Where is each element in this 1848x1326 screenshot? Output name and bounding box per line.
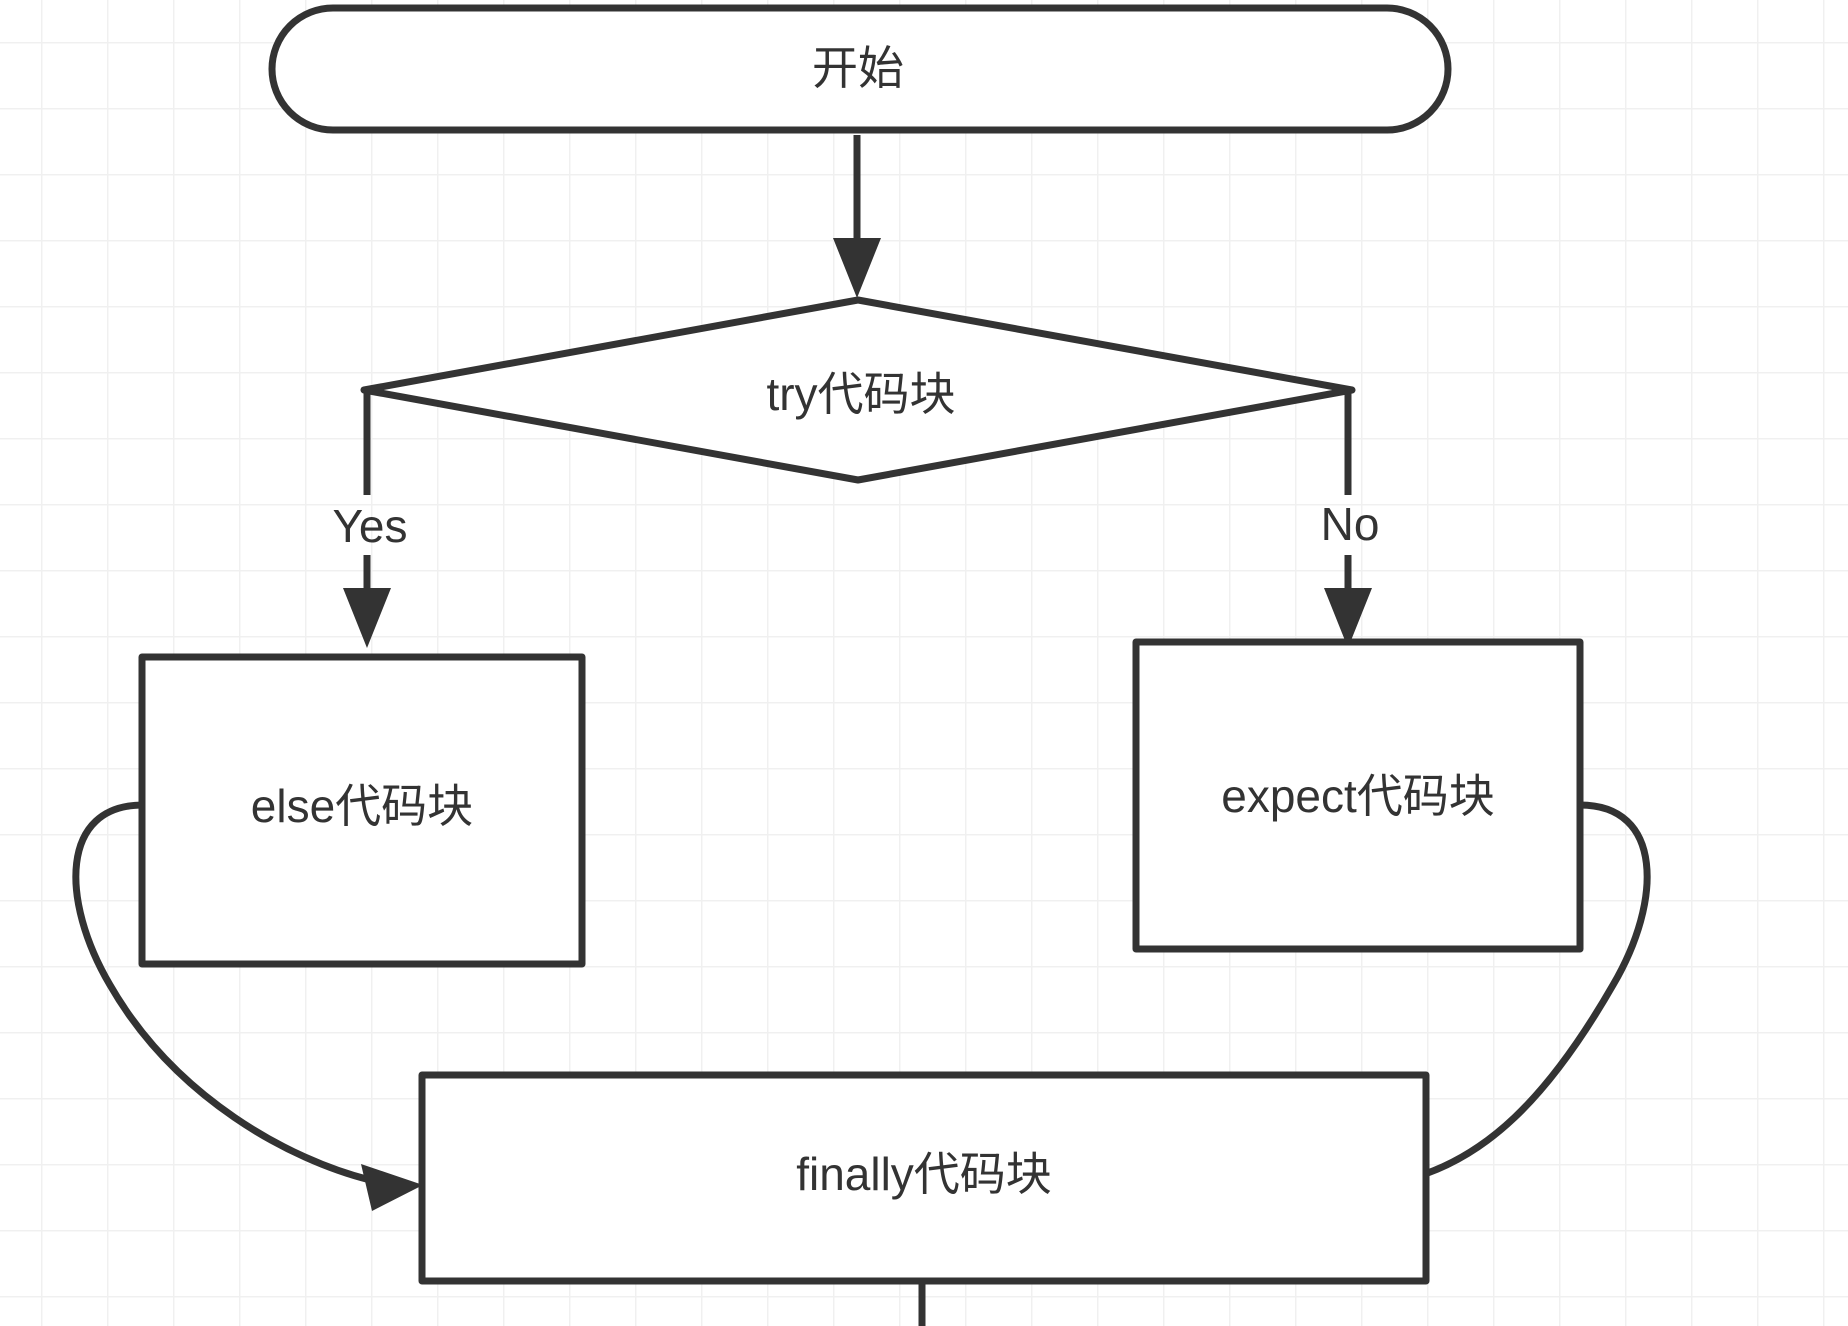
edge-label-yes: Yes [332,500,407,552]
node-expect-shape[interactable] [1132,638,1584,953]
edge-else-to-finally-curve [72,801,374,1184]
node-start-label: 开始 [812,42,904,94]
node-else-shape[interactable] [138,653,586,968]
node-expect[interactable]: expect代码块 [1132,638,1584,953]
edge-try-to-expect-arrowhead [1324,588,1372,648]
edge-try-to-else-arrowhead [343,588,391,648]
edge-else-to-finally-arrowhead [361,1164,423,1211]
node-finally-shape[interactable] [418,1071,1430,1285]
node-finally[interactable]: finally代码块 [418,1071,1430,1285]
node-else[interactable]: else代码块 [138,653,586,968]
edge-try-to-expect [1324,390,1372,648]
edge-try-to-else [343,390,391,648]
node-try-label: try代码块 [766,368,955,420]
node-start[interactable]: 开始 [268,4,1452,134]
node-finally-label: finally代码块 [796,1148,1052,1200]
node-try-shape[interactable] [360,296,1356,484]
node-try[interactable]: try代码块 [360,296,1356,484]
edge-label-no: No [1321,498,1380,550]
edge-start-to-try [833,135,881,298]
node-else-label: else代码块 [251,780,473,832]
node-expect-label: expect代码块 [1221,770,1495,822]
edge-expect-to-finally-curve [1401,801,1651,1184]
edge-else-to-finally [72,801,423,1211]
edge-start-to-try-arrowhead [833,238,881,298]
node-start-shape[interactable] [268,4,1452,134]
